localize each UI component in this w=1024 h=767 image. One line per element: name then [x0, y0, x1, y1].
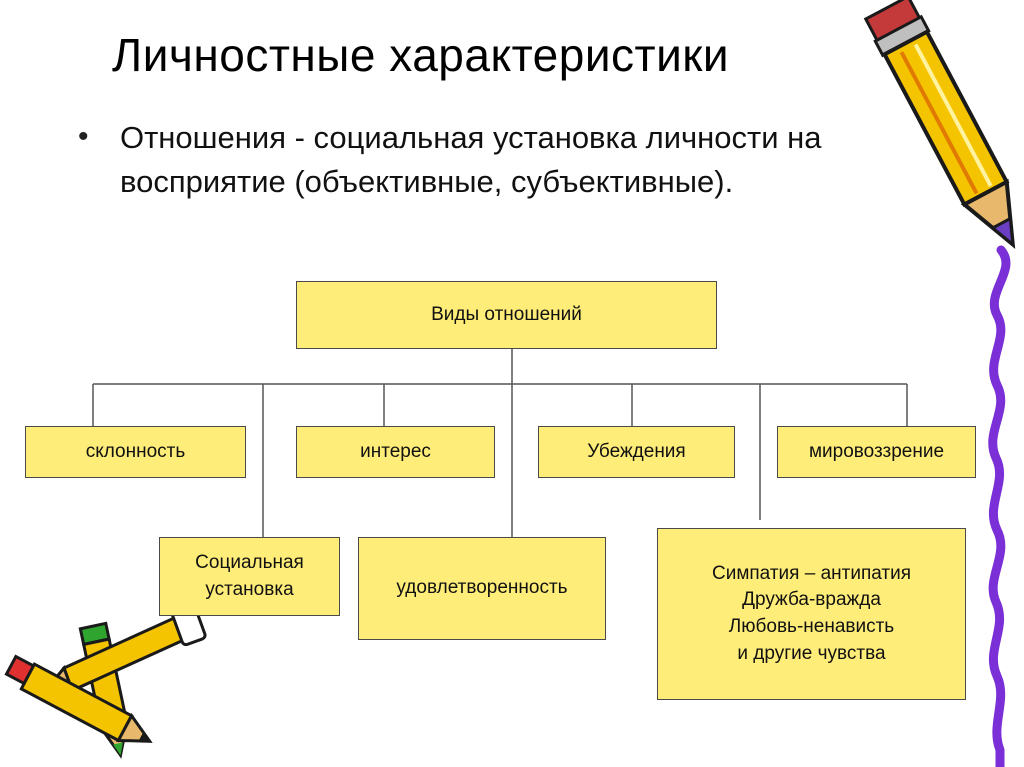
node-label-line: Любовь-ненависть [728, 616, 895, 637]
node-label: интерес [360, 440, 431, 462]
node-sklonnost: склонность [25, 426, 246, 478]
node-label: Убеждения [587, 440, 686, 462]
root-node: Виды отношений [296, 281, 717, 349]
node-label-line: и другие чувства [737, 642, 886, 664]
node-label-line: Симпатия – антипатия [712, 562, 911, 584]
bullet-symbol: • [78, 120, 89, 153]
node-udovletvorennost: удовлетворенность [358, 537, 606, 640]
node-label: удовлетворенность [396, 577, 568, 599]
bullet-text: Отношения - социальная установка личност… [120, 120, 822, 199]
node-interes: интерес [296, 426, 495, 478]
slide-title: Личностные характеристики [112, 29, 730, 81]
node-label-line: Дружба-вражда [742, 589, 881, 611]
node-chuvstva: Симпатия – антипатия Дружба-вражда Любов… [657, 528, 966, 700]
node-mirovozzrenie: мировоззрение [777, 426, 976, 478]
root-node-label: Виды отношений [431, 303, 582, 325]
node-label-line: Социальная [195, 551, 304, 573]
node-label: склонность [85, 440, 186, 462]
node-label-line: установка [205, 578, 294, 600]
node-ubezhdeniya: Убеждения [538, 426, 735, 478]
node-socialnaya-ustanovka: Социальная установка [159, 537, 340, 616]
node-label: мировоззрение [808, 440, 945, 462]
